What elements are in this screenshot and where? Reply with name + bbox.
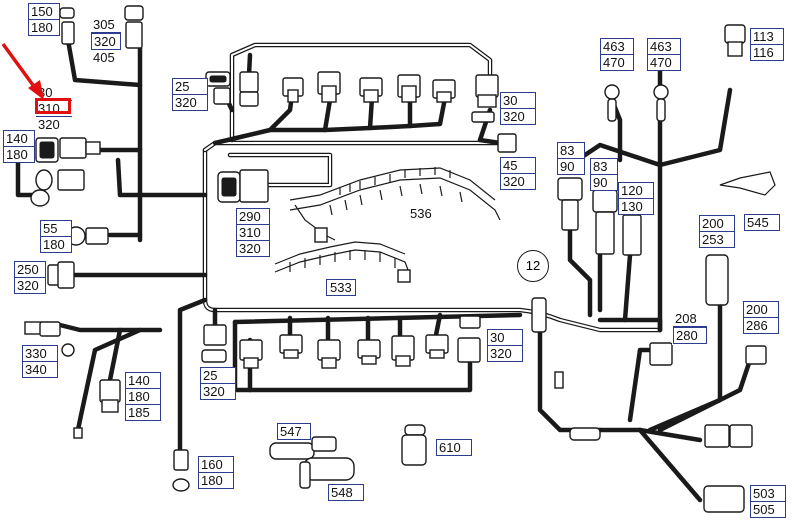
callout-value: 305 [91, 17, 121, 33]
callout-value: 83 [591, 159, 617, 175]
callout-value: 180 [31, 20, 53, 35]
callout-140b: 140 180 185 [125, 372, 161, 421]
callout-25a: 25 320 [172, 78, 208, 111]
callout-value: 310 [237, 225, 269, 241]
callout-value: 320 [503, 174, 525, 189]
callout-463a: 463 470 [600, 38, 634, 71]
callout-547: 547 [277, 423, 311, 440]
callout-value: 140 [126, 373, 160, 389]
callout-545: 545 [744, 214, 780, 231]
callout-160: 160 180 [198, 456, 234, 489]
callout-value: 83 [558, 143, 584, 159]
callout-value: 208 [673, 311, 707, 327]
callout-value: 470 [603, 55, 625, 70]
callout-value: 120 [619, 183, 653, 199]
callout-30b: 30 320 [500, 92, 536, 125]
callout-30c: 30 320 [487, 329, 523, 362]
callout-value: 180 [201, 473, 223, 488]
callout-value: 320 [503, 109, 525, 124]
callout-value: 185 [128, 405, 150, 420]
callout-value: 45 [501, 158, 535, 174]
callout-value: 90 [593, 175, 608, 190]
callout-548: 548 [328, 484, 364, 501]
callout-value: 116 [753, 45, 774, 60]
callout-330: 330 340 [22, 345, 58, 378]
callout-value: 470 [650, 55, 672, 70]
callout-value: 405 [93, 50, 115, 65]
callout-value: 280 [673, 327, 707, 344]
callout-113: 113 116 [750, 28, 784, 61]
callout-value: 330 [23, 346, 57, 362]
callout-value: 503 [751, 486, 785, 502]
callout-value: 180 [126, 389, 160, 405]
callout-value: 610 [439, 440, 461, 455]
label-536: 536 [410, 206, 432, 221]
callout-value: 548 [331, 485, 353, 500]
callout-value: 30 [501, 93, 535, 109]
callout-208: 208 280 [672, 310, 708, 345]
callout-value: 200 [700, 216, 734, 232]
callout-value: 320 [91, 33, 121, 50]
callout-value: 250 [15, 262, 45, 278]
callout-83a: 83 90 [557, 142, 585, 175]
callout-305: 305 320 405 [90, 16, 122, 66]
right-parts [557, 24, 776, 513]
callout-value: 463 [601, 39, 633, 55]
callout-150: 150 180 [28, 3, 60, 36]
callout-value: 160 [199, 457, 233, 473]
callout-value: 180 [6, 147, 28, 162]
callout-value: 320 [239, 241, 261, 256]
callout-value: 547 [280, 424, 302, 439]
callout-value: 505 [753, 502, 775, 517]
callout-200b: 200 286 [743, 301, 779, 334]
label-533: 533 [326, 279, 356, 296]
callout-25b: 25 320 [200, 367, 236, 400]
callout-value: 320 [175, 95, 197, 110]
callout-value: 140 [4, 131, 34, 147]
left-connectors [24, 5, 190, 492]
callout-200a: 200 253 [699, 215, 735, 248]
callout-value: 25 [173, 79, 207, 95]
callout-value: 55 [41, 221, 71, 237]
callout-value: 545 [747, 215, 769, 230]
callout-45: 45 320 [500, 157, 536, 190]
callout-120: 120 130 [618, 182, 654, 215]
callout-value: 320 [490, 346, 512, 361]
callout-value: 320 [203, 384, 225, 399]
callout-value: 320 [17, 278, 39, 293]
callout-140a: 140 180 [3, 130, 35, 163]
callout-value: 30 [488, 330, 522, 346]
top-connectors [205, 71, 517, 153]
callout-610: 610 [436, 439, 472, 456]
callout-30-310-320: 30 310 320 [35, 84, 73, 133]
callout-value: 150 [29, 4, 59, 20]
callout-value: 253 [702, 232, 724, 247]
callout-463b: 463 470 [647, 38, 681, 71]
callout-value: 463 [648, 39, 680, 55]
callout-503: 503 505 [750, 485, 786, 518]
callout-value: 340 [25, 362, 47, 377]
callout-value: 25 [201, 368, 235, 384]
callout-value: 200 [744, 302, 778, 318]
callout-value: 320 [38, 117, 60, 132]
callout-55: 55 180 [40, 220, 72, 253]
highlight-box [35, 98, 71, 114]
callout-250: 250 320 [14, 261, 46, 294]
callout-value: 286 [746, 318, 768, 333]
callout-290: 290 310 320 [236, 208, 270, 257]
callout-value: 130 [621, 199, 643, 214]
badge-12: 12 [517, 250, 549, 282]
center-parts [201, 167, 601, 489]
callout-value: 90 [560, 159, 575, 174]
callout-value: 180 [43, 237, 65, 252]
callout-value: 113 [751, 29, 783, 45]
callout-value: 290 [237, 209, 269, 225]
callout-83b: 83 90 [590, 158, 618, 191]
